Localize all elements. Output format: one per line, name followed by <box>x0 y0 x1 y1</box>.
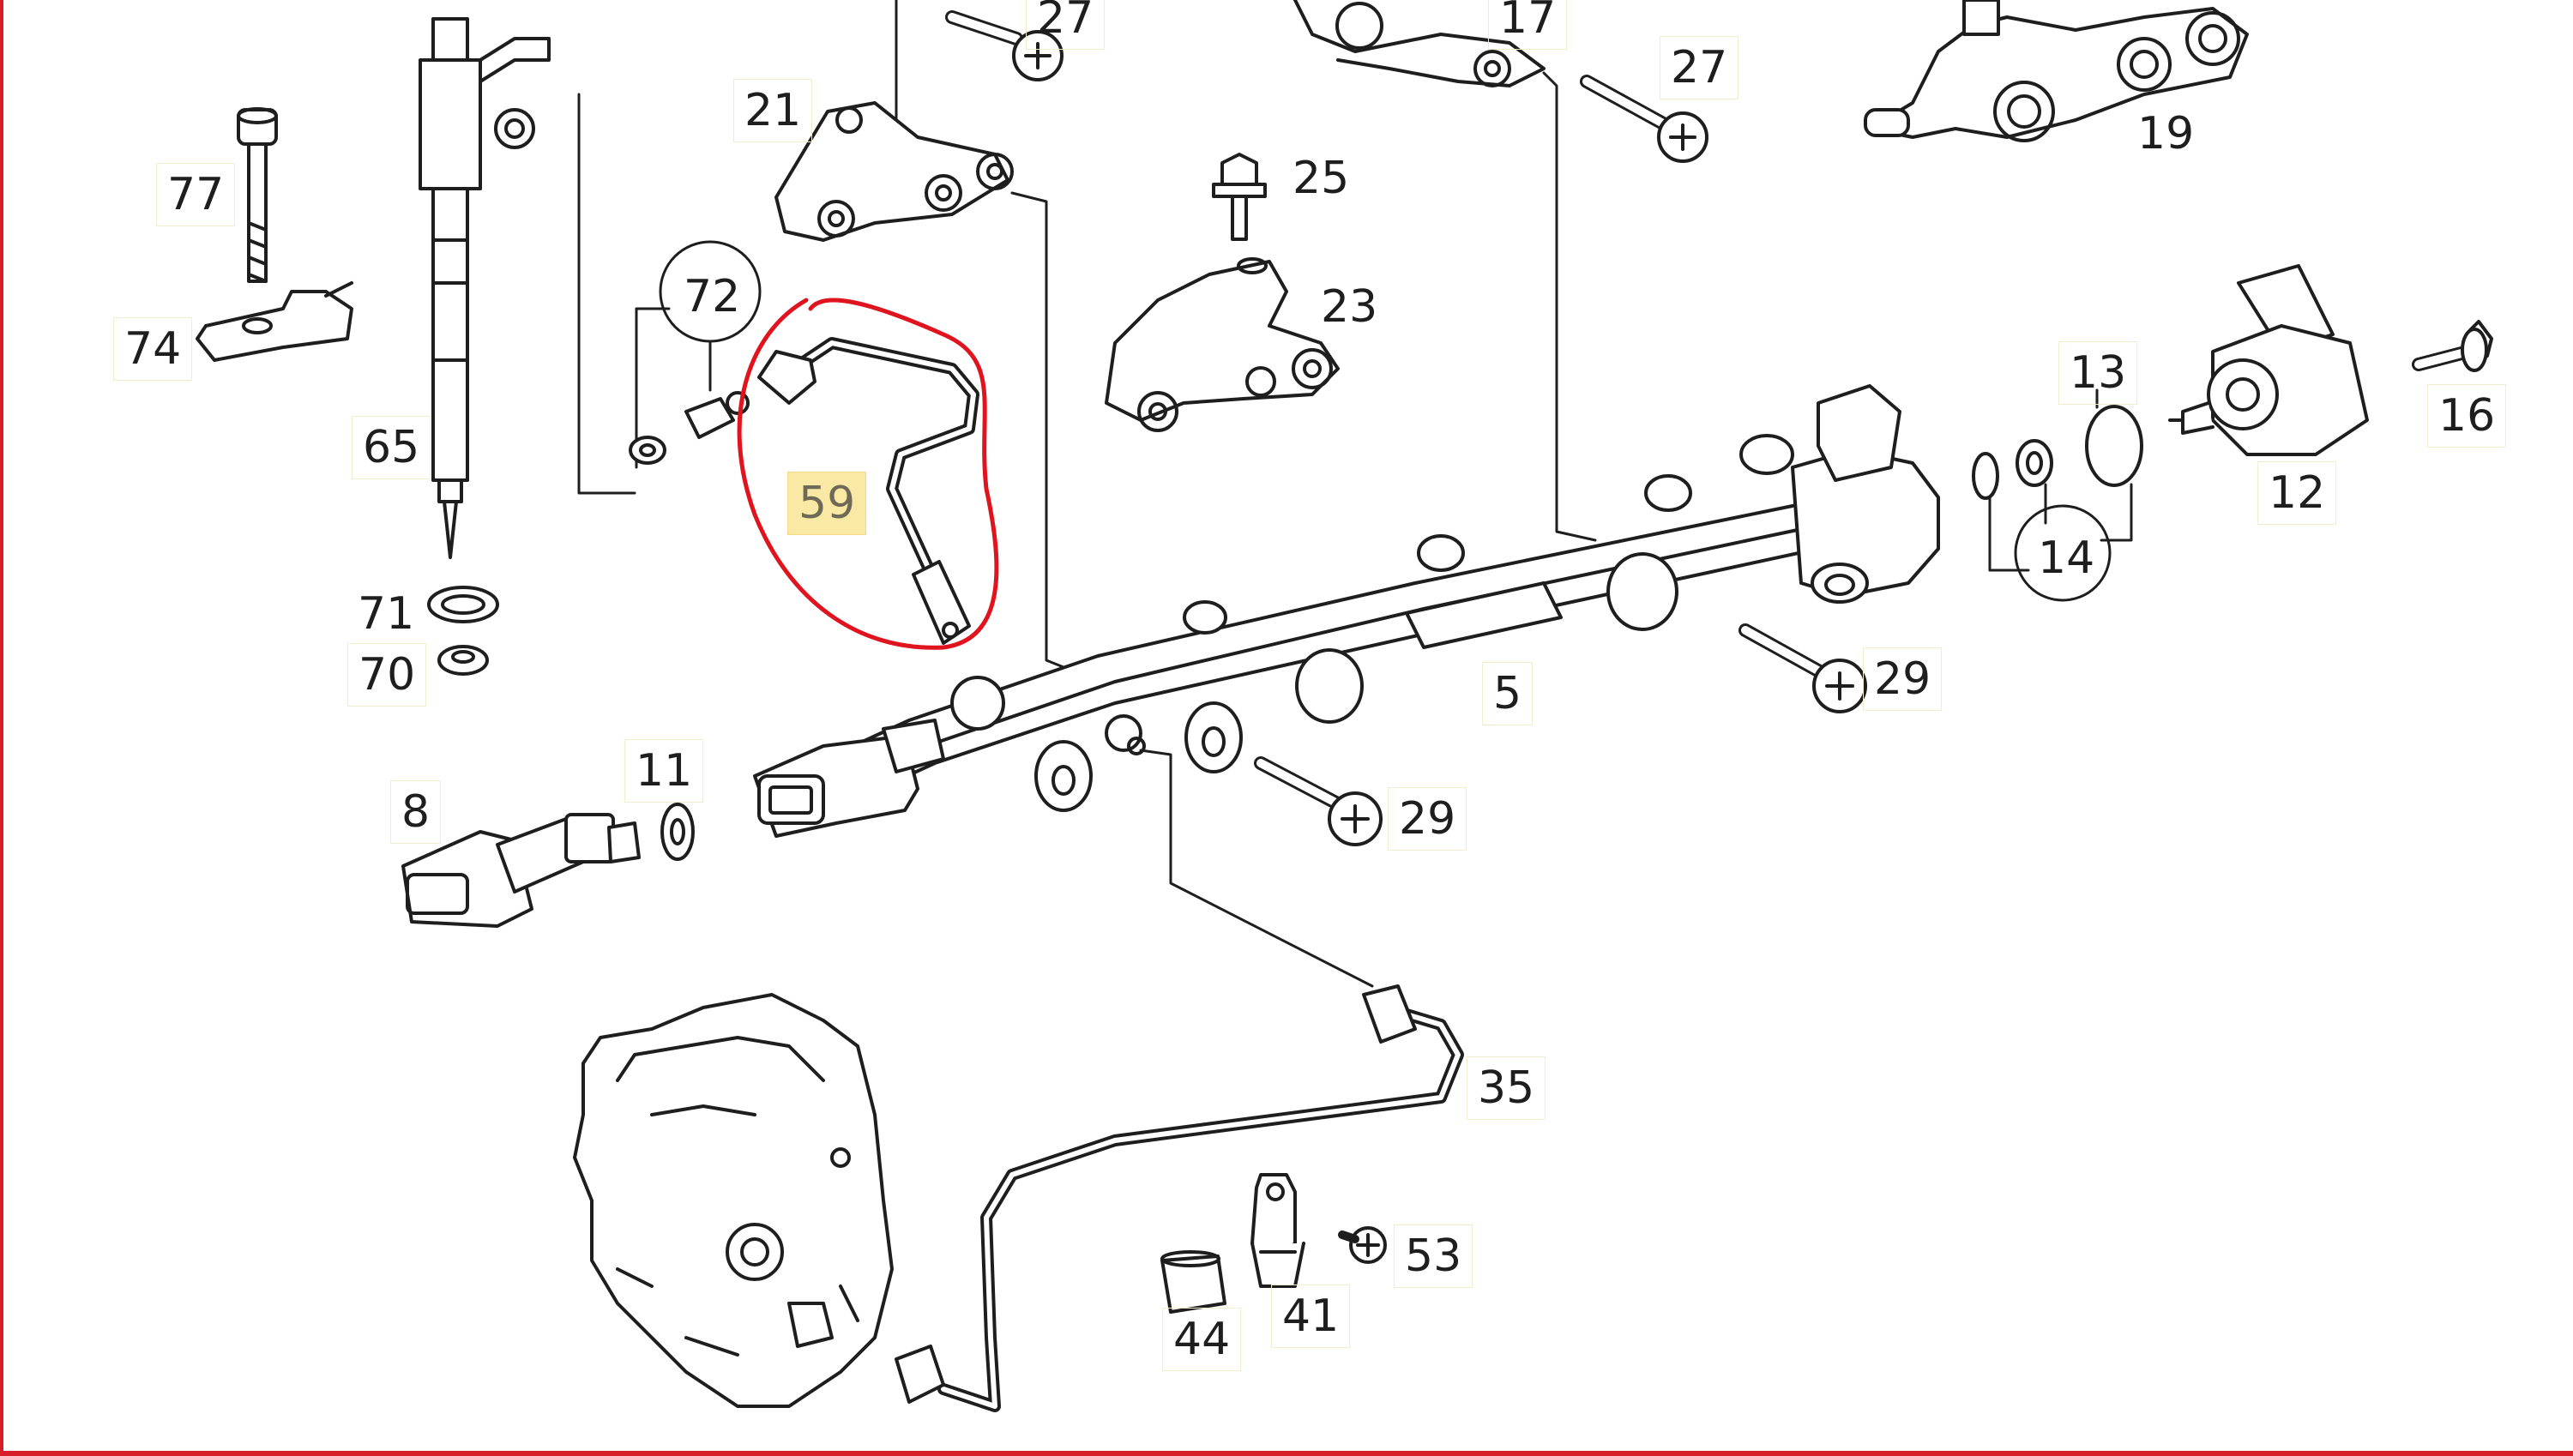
bolt-part-53 <box>1338 1226 1387 1264</box>
red-annotation-circle <box>737 298 999 650</box>
pressure-sensor-part-8 <box>401 813 641 928</box>
bracket-part-19 <box>1864 0 2249 142</box>
label-8: 8 <box>390 780 442 844</box>
bolt-part-29-lower <box>1254 756 1383 846</box>
label-11: 11 <box>624 739 704 803</box>
label-44: 44 <box>1162 1308 1242 1371</box>
label-21: 21 <box>733 79 813 142</box>
bolt-part-27-right <box>1580 75 1708 163</box>
label-41: 41 <box>1271 1285 1351 1348</box>
label-72: 72 <box>684 271 741 322</box>
label-70: 70 <box>347 643 427 707</box>
label-77: 77 <box>156 163 236 226</box>
pressure-regulator-part-12 <box>2168 264 2369 456</box>
bracket-part-17 <box>1293 0 1597 542</box>
bottom-frame-edge <box>0 1451 2573 1456</box>
high-pressure-pump <box>573 993 894 1408</box>
label-13: 13 <box>2058 341 2138 405</box>
label-74: 74 <box>113 317 193 381</box>
label-29-upper: 29 <box>1863 647 1943 711</box>
label-16: 16 <box>2427 384 2507 448</box>
label-65: 65 <box>352 416 431 479</box>
label-27-right: 27 <box>1660 36 1739 99</box>
sleeve-part-44 <box>1160 1250 1226 1314</box>
washer-part-70 <box>437 645 489 676</box>
label-23: 23 <box>1321 281 1378 333</box>
seal-ring-part-71 <box>427 586 499 623</box>
clip-part-41 <box>1250 1173 1305 1288</box>
label-19: 19 <box>2137 108 2195 159</box>
washer-part-11 <box>660 803 695 861</box>
clamp-part-74 <box>196 281 353 362</box>
injection-line-part-59 <box>757 337 979 645</box>
label-25: 25 <box>1293 153 1350 204</box>
label-5: 5 <box>1482 662 1534 725</box>
label-35: 35 <box>1467 1056 1546 1120</box>
injector-part-65 <box>419 17 551 559</box>
leader-72-injector <box>577 93 636 495</box>
label-53: 53 <box>1394 1224 1473 1288</box>
fuel-rail-part-5 <box>753 384 1940 988</box>
fitting-part-72 <box>629 240 762 469</box>
label-59-highlighted: 59 <box>787 472 867 535</box>
high-pressure-line-part-35 <box>895 984 1464 1412</box>
bolt-part-77 <box>237 107 278 283</box>
bolt-part-16 <box>2412 320 2493 372</box>
label-12: 12 <box>2257 461 2337 525</box>
bolt-part-29-upper <box>1738 623 1867 713</box>
label-71: 71 <box>358 588 415 640</box>
label-14: 14 <box>2038 532 2095 584</box>
left-frame-edge <box>0 0 3 1456</box>
label-17: 17 <box>1488 0 1568 50</box>
label-29-lower: 29 <box>1388 787 1467 851</box>
bracket-part-23 <box>1105 257 1340 432</box>
label-27-top: 27 <box>1026 0 1106 50</box>
bolt-part-25 <box>1212 153 1267 241</box>
bracket-part-21 <box>774 0 1091 679</box>
